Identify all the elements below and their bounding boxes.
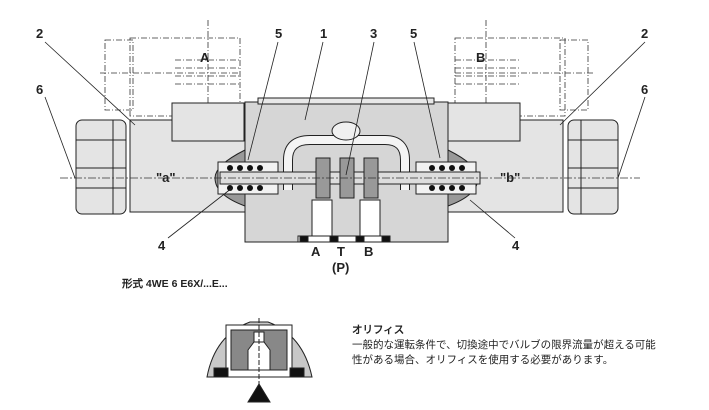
callout-6-right: 6: [641, 82, 648, 97]
solenoid-b-label: B: [476, 50, 485, 65]
leader-lines: [44, 41, 646, 239]
position-a-label: "a": [156, 170, 176, 185]
orifice-note-line2: 性がある場合、オリフィスを使用する必要があります。: [352, 354, 614, 366]
solenoid-right: [447, 102, 619, 215]
port-a-label: A: [311, 244, 321, 259]
callout-6-left: 6: [36, 82, 43, 97]
port-p-label: (P): [332, 260, 349, 275]
orifice-note-line1: 一般的な運転条件で、切換途中でバルブの限界流量が超える可能: [352, 339, 656, 351]
position-b-label: "b": [500, 170, 520, 185]
callout-1: 1: [320, 26, 327, 41]
orifice-note-title: オリフィス: [352, 324, 405, 336]
springs: [227, 165, 465, 191]
callout-4-left: 4: [158, 238, 166, 253]
port-b-label: B: [364, 244, 373, 259]
model-caption: 形式 4WE 6 E6X/...E...: [122, 278, 228, 290]
port-t-label: T: [337, 244, 345, 259]
callout-4-right: 4: [512, 238, 520, 253]
orifice-note: オリフィス 一般的な運転条件で、切換途中でバルブの限界流量が超える可能 性がある…: [352, 323, 656, 368]
callout-5-right: 5: [410, 26, 417, 41]
callout-5-left: 5: [275, 26, 282, 41]
orifice-detail: [206, 318, 313, 403]
callout-3: 3: [370, 26, 377, 41]
callout-2-left: 2: [36, 26, 43, 41]
solenoid-a-label: A: [200, 50, 210, 65]
callout-2-right: 2: [641, 26, 648, 41]
